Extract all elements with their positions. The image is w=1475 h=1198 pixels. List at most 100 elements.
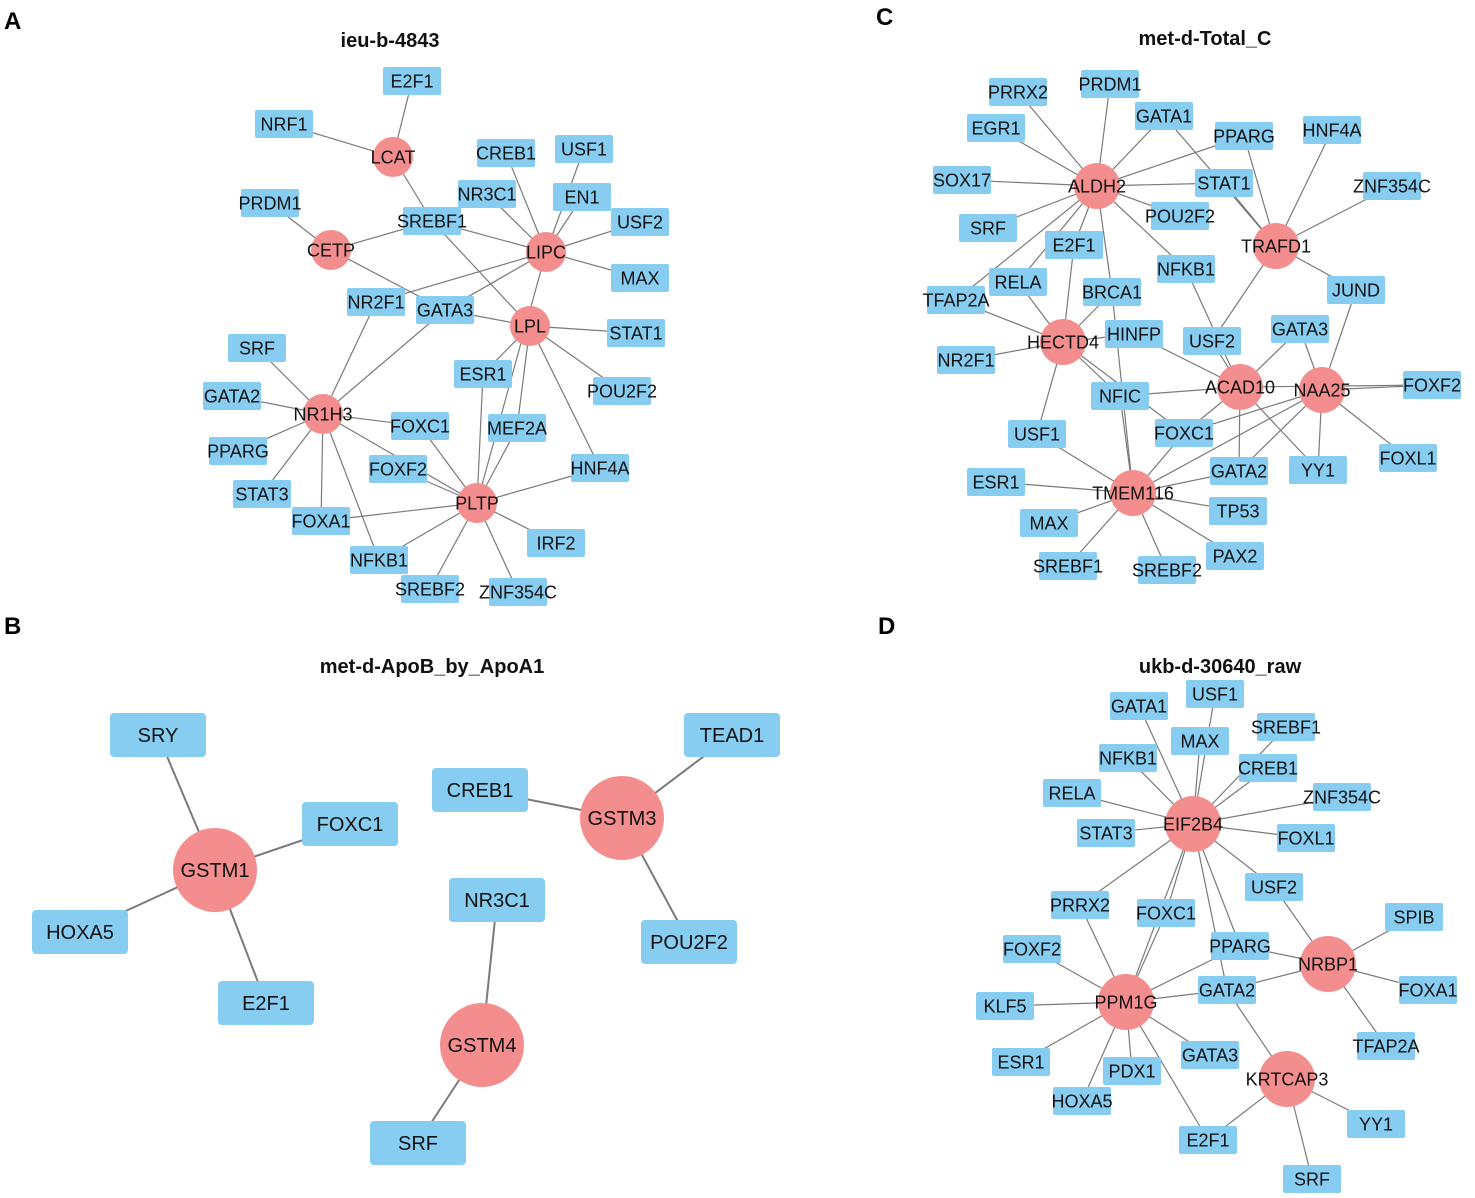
edge-nr1h3-gata3 — [322, 309, 446, 415]
gene-label-lpl: LPL — [514, 316, 546, 336]
tf-node-nr3c1 — [458, 180, 516, 208]
tf-label-hinfp: HINFP — [1107, 324, 1161, 344]
tf-node-max — [1171, 727, 1229, 755]
tf-node-nrf1 — [255, 110, 313, 138]
tf-label-znf354c: ZNF354C — [479, 582, 557, 602]
tf-label-e2f1: E2F1 — [1052, 235, 1095, 255]
tf-label-znf354c: ZNF354C — [1303, 787, 1381, 807]
tf-label-foxc1: FOXC1 — [390, 416, 450, 436]
gene-label-lcat: LCAT — [371, 147, 416, 167]
tf-label-klf5: KLF5 — [983, 996, 1026, 1016]
tf-label-rela: RELA — [994, 272, 1041, 292]
tf-node-znf354c — [1363, 172, 1421, 200]
tf-label-e2f1: E2F1 — [1186, 1130, 1229, 1150]
tf-node-srebf1 — [1257, 713, 1315, 741]
gene-node-aldh2 — [1074, 163, 1120, 209]
tf-node-foxa1 — [292, 507, 350, 535]
tf-label-gata2: GATA2 — [204, 386, 260, 406]
tf-node-nfkb1 — [1157, 255, 1215, 283]
tf-label-srf: SRF — [239, 338, 275, 358]
gene-node-cetp — [311, 230, 351, 270]
gene-label-aldh2: ALDH2 — [1068, 176, 1126, 196]
tf-node-prrx2 — [989, 78, 1047, 106]
tf-label-pparg: PPARG — [1213, 126, 1275, 146]
panel-title-c: met-d-Total_C — [1138, 28, 1272, 50]
gene-label-naa25: NAA25 — [1293, 380, 1350, 400]
tf-label-nfkb1: NFKB1 — [1099, 748, 1157, 768]
tf-label-mef2a: MEF2A — [487, 418, 547, 438]
tf-label-srebf1: SREBF1 — [1033, 556, 1103, 576]
tf-node-spib — [1385, 903, 1443, 931]
gene-node-trafd1 — [1253, 223, 1299, 269]
gene-label-gstm3: GSTM3 — [588, 808, 657, 830]
tf-label-usf1: USF1 — [1014, 424, 1060, 444]
tf-node-foxl1 — [1277, 824, 1335, 852]
tf-node-foxf2 — [1403, 371, 1461, 399]
tf-label-foxa1: FOXA1 — [1398, 980, 1457, 1000]
tf-node-hnf4a — [571, 454, 629, 482]
edge-nr1h3-nr2f1 — [322, 301, 377, 415]
tf-label-nr2f1: NR2F1 — [937, 350, 994, 370]
tf-node-pax2 — [1206, 542, 1264, 570]
gene-node-eif2b4 — [1165, 796, 1221, 852]
tf-label-egr1: EGR1 — [971, 118, 1020, 138]
tf-label-nfkb1: NFKB1 — [350, 550, 408, 570]
tf-label-max: MAX — [620, 268, 659, 288]
tf-label-pou2f2: POU2F2 — [1145, 206, 1215, 226]
tf-node-gata3 — [416, 296, 474, 324]
tf-label-spib: SPIB — [1393, 907, 1434, 927]
tf-node-foxf2 — [369, 455, 427, 483]
network-panel-b: SRYFOXC1HOXA5E2F1TEAD1CREB1POU2F2NR3C1SR… — [32, 713, 780, 1165]
tf-node-yy1 — [1347, 1110, 1405, 1138]
tf-node-pparg — [1211, 932, 1269, 960]
gene-label-pltp: PLTP — [455, 493, 499, 513]
tf-label-creb1: CREB1 — [1238, 758, 1298, 778]
tf-node-egr1 — [967, 114, 1025, 142]
tf-node-nr3c1 — [449, 878, 545, 922]
tf-node-rela — [989, 268, 1047, 296]
tf-label-creb1: CREB1 — [447, 780, 514, 802]
gene-node-naa25 — [1299, 367, 1345, 413]
tf-label-srebf1: SREBF1 — [1251, 717, 1321, 737]
tf-label-gata2: GATA2 — [1211, 461, 1267, 481]
tf-node-creb1 — [477, 139, 535, 167]
gene-node-gstm1 — [173, 828, 257, 912]
tf-label-tfap2a: TFAP2A — [1352, 1036, 1419, 1056]
gene-node-lipc — [526, 232, 566, 272]
tf-label-usf2: USF2 — [617, 212, 663, 232]
gene-label-cetp: CETP — [307, 240, 355, 260]
tf-node-pou2f2 — [593, 377, 651, 405]
tf-node-znf354c — [489, 578, 547, 606]
tf-node-sox17 — [933, 166, 991, 194]
tf-node-pou2f2 — [1151, 202, 1209, 230]
tf-node-usf1 — [1186, 680, 1244, 708]
tf-label-srebf2: SREBF2 — [395, 579, 465, 599]
tf-node-yy1 — [1289, 456, 1347, 484]
tf-label-foxf2: FOXF2 — [1403, 375, 1461, 395]
tf-node-gata1 — [1110, 692, 1168, 720]
gene-label-acad10: ACAD10 — [1205, 377, 1275, 397]
edge-lpl-hnf4a — [529, 325, 601, 469]
tf-label-gata1: GATA1 — [1111, 696, 1167, 716]
tf-node-gata3 — [1181, 1041, 1239, 1069]
tf-node-foxc1 — [391, 412, 449, 440]
tf-node-sry — [110, 713, 206, 757]
panel-title-a: ieu-b-4843 — [340, 30, 440, 52]
tf-node-irf2 — [527, 529, 585, 557]
tf-label-pou2f2: POU2F2 — [650, 932, 728, 954]
panel-title-d: ukb-d-30640_raw — [1138, 656, 1302, 678]
tf-label-brca1: BRCA1 — [1082, 282, 1142, 302]
tf-label-esr1: ESR1 — [972, 472, 1019, 492]
gene-node-nrbp1 — [1300, 936, 1356, 992]
tf-label-usf2: USF2 — [1189, 331, 1235, 351]
tf-label-foxc1: FOXC1 — [1136, 903, 1196, 923]
panel-letter-d: D — [878, 613, 896, 640]
tf-label-hnf4a: HNF4A — [1302, 120, 1361, 140]
tf-label-gata3: GATA3 — [1182, 1045, 1238, 1065]
tf-node-nfkb1 — [1099, 744, 1157, 772]
tf-node-pdx1 — [1103, 1057, 1161, 1085]
tf-node-stat3 — [1077, 819, 1135, 847]
edge-tmem116-naa25 — [1132, 389, 1323, 494]
tf-label-yy1: YY1 — [1359, 1114, 1393, 1134]
